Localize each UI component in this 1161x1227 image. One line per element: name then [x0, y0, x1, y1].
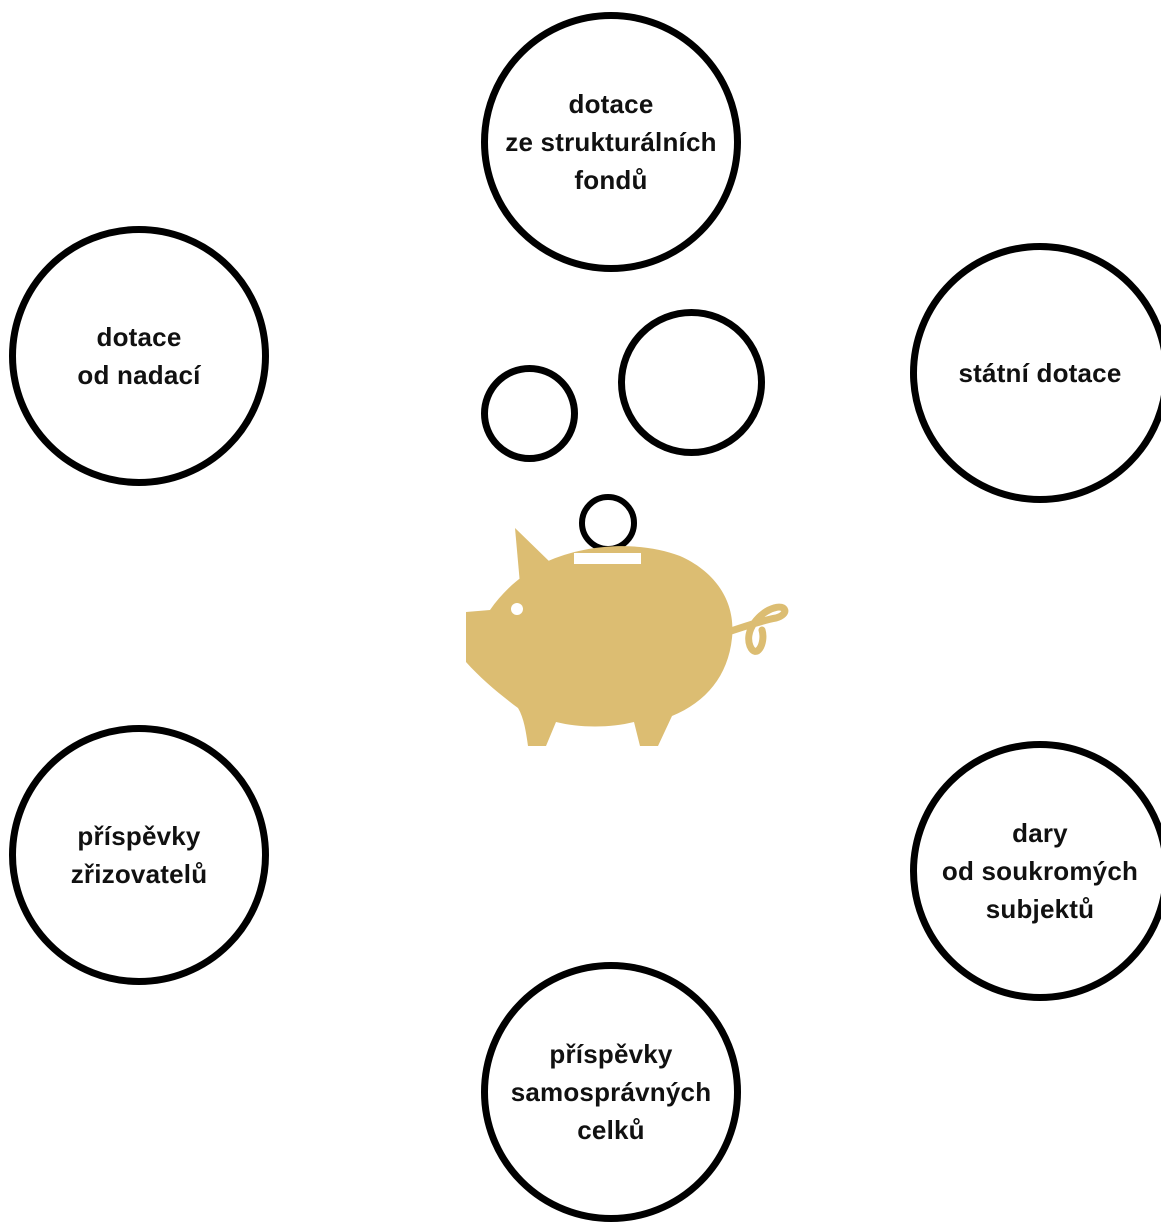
node-label: příspěvky samosprávných celků [510, 1039, 712, 1145]
node-state-grants: státní dotace [910, 243, 1161, 503]
node-label: dotace od nadací [77, 322, 201, 390]
node-foundation-grants: dotace od nadací [9, 226, 269, 486]
node-label: státní dotace [958, 358, 1122, 388]
node-founder-contributions: příspěvky zřizovatelů [9, 725, 269, 985]
node-municipal-contributions: příspěvky samosprávných celků [481, 962, 741, 1222]
coin-icon [618, 309, 765, 456]
piggy-bank-icon [466, 528, 789, 746]
node-label: dotace ze strukturálních fondů [505, 89, 717, 195]
node-structural-funds: dotace ze strukturálních fondů [481, 12, 741, 272]
coin-icon [481, 365, 578, 462]
node-label: dary od soukromých subjektů [941, 818, 1139, 924]
node-label: příspěvky zřizovatelů [70, 821, 208, 889]
node-private-donations: dary od soukromých subjektů [910, 741, 1161, 1001]
